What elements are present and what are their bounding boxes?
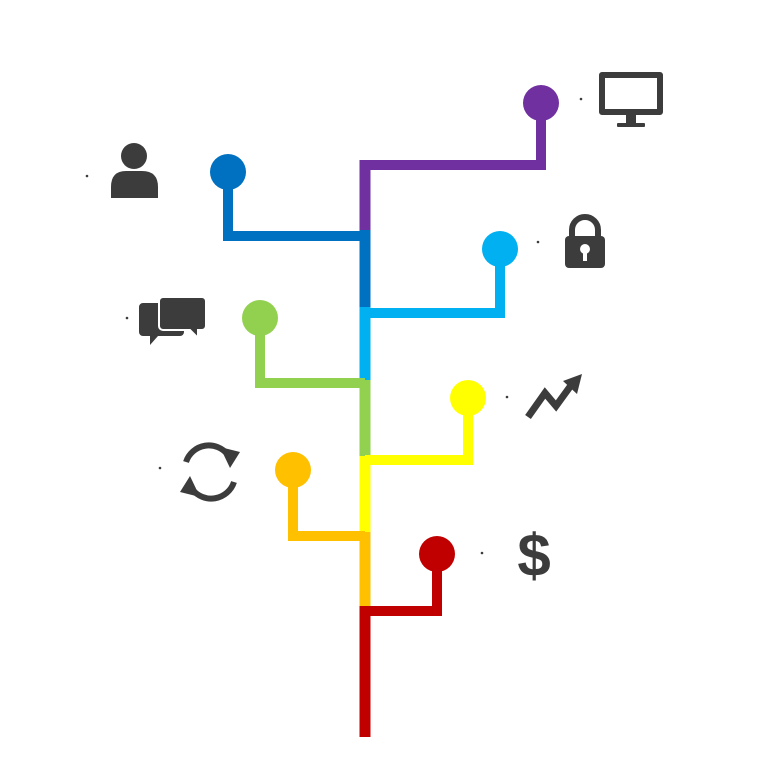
marker-dot-user (85, 174, 89, 178)
chat-bubbles-icon (139, 296, 207, 345)
marker-dot-padlock (536, 240, 540, 244)
padlock-icon (565, 214, 605, 268)
marker-dots (85, 97, 583, 555)
marker-dot-trend (505, 395, 509, 399)
branch-purple (365, 103, 546, 170)
nodes (210, 85, 559, 572)
dollar-glyph: $ (517, 522, 550, 589)
refresh-icon (180, 442, 240, 502)
node-orange (275, 452, 311, 488)
user-icon (111, 143, 158, 198)
node-blue (210, 154, 246, 190)
node-red (419, 536, 455, 572)
branch-orange (288, 470, 365, 541)
branch-green (255, 318, 365, 388)
node-purple (523, 85, 559, 121)
trend-arrow-icon (525, 374, 582, 420)
monitor-icon (599, 72, 663, 127)
branch-blue (223, 172, 365, 241)
marker-dot-refresh (158, 466, 162, 470)
dollar-icon: $ (517, 522, 550, 589)
branch-yellow (365, 398, 473, 465)
branch-sky (365, 249, 505, 318)
branch-red (365, 554, 442, 616)
node-yellow (450, 380, 486, 416)
node-green (242, 300, 278, 336)
branch-arms (223, 103, 546, 616)
node-sky (482, 231, 518, 267)
marker-dot-monitor (579, 97, 583, 101)
marker-dot-chat (125, 316, 129, 320)
marker-dot-dollar (480, 551, 484, 555)
